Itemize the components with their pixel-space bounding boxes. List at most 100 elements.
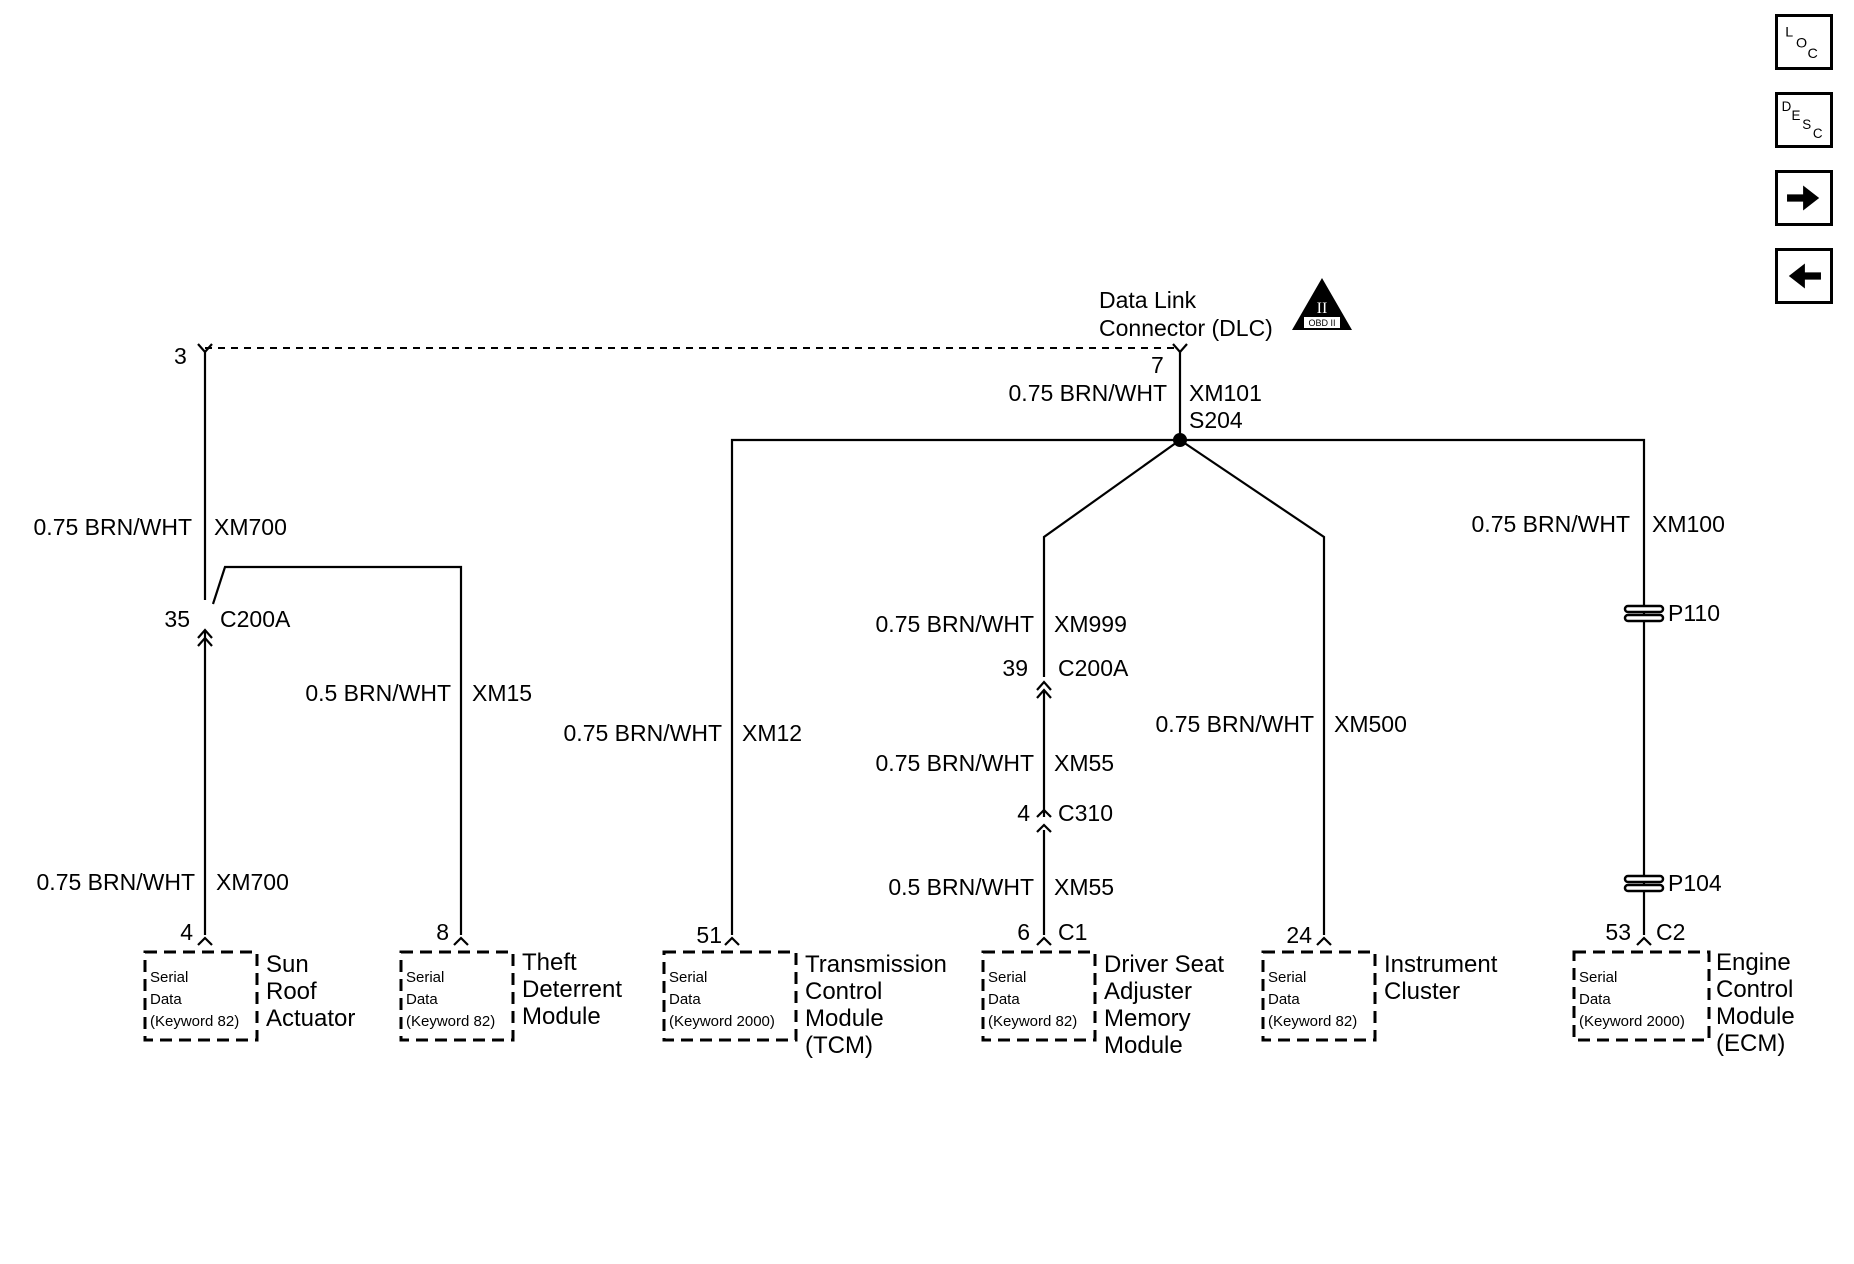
xm100-wire-label: 0.75 BRN/WHT (1472, 511, 1630, 537)
module-name-line: Theft (522, 949, 577, 976)
pass-through-p104 (1623, 874, 1665, 893)
module-name-line: Module (1716, 1003, 1795, 1030)
connector-c200a-left-2 (197, 636, 213, 647)
module-keyword: (Keyword 82) (1268, 1013, 1357, 1030)
dlc-label-line2: Connector (DLC) (1099, 315, 1273, 341)
c1-pin: 6 (1017, 919, 1030, 945)
next-button[interactable] (1775, 170, 1833, 226)
loc-letter-c: C (1808, 46, 1818, 62)
module-box (1261, 950, 1377, 1042)
module-name-line: Driver Seat (1104, 951, 1224, 978)
module-keyword: (Keyword 82) (150, 1013, 239, 1030)
xm999-label: XM999 (1054, 611, 1127, 637)
module-instrument-cluster: 24 Serial Data (Keyword 82) Instrument C… (1261, 922, 1498, 1042)
c200a-mid-pin: 39 (1002, 655, 1028, 681)
arrow-right-icon (1787, 185, 1820, 211)
xm55-wire-label-b: 0.5 BRN/WHT (888, 874, 1034, 900)
module-name-line: Control (805, 978, 882, 1005)
xm500-wire-label: 0.75 BRN/WHT (1156, 711, 1314, 737)
xm700-bottom-label: XM700 (216, 869, 289, 895)
module-pin: 4 (180, 919, 193, 945)
xm12-label: XM12 (742, 720, 802, 746)
module-keyword: (Keyword 2000) (669, 1013, 775, 1030)
c2-pin: 53 (1605, 919, 1631, 945)
arrow-left-icon (1788, 263, 1821, 289)
module-pin: 51 (696, 922, 722, 948)
module-data: Data (150, 991, 182, 1008)
xm12-wire-label: 0.75 BRN/WHT (564, 720, 722, 746)
module-box (143, 950, 259, 1042)
connector-c200a-mid-2 (1036, 688, 1052, 699)
c200a-left-pin: 35 (164, 606, 190, 632)
p104-label: P104 (1668, 870, 1722, 896)
module-name-line: Sun (266, 951, 309, 978)
module-name-line: Adjuster (1104, 978, 1192, 1005)
xm999-wire-label: 0.75 BRN/WHT (876, 611, 1034, 637)
obd-ii-icon: II OBD II (1292, 278, 1352, 330)
pass-through-p110 (1623, 604, 1665, 623)
c200a-mid-label: C200A (1058, 655, 1129, 681)
module-name-line: Module (522, 1003, 601, 1030)
module-name-line: Memory (1104, 1005, 1191, 1032)
desc-icon: D E S C (1782, 99, 1823, 141)
wire-xm12 (730, 438, 1180, 935)
xm15-label: XM15 (472, 680, 532, 706)
connector-pin-53 (1636, 936, 1652, 946)
module-name-line: Module (1104, 1032, 1183, 1059)
connector-c200a-mid (1036, 680, 1052, 691)
module-tcm: 51 Serial Data (Keyword 2000) Transmissi… (662, 922, 947, 1059)
connector-pin-6 (1036, 936, 1052, 946)
wire-xm999 (1042, 439, 1181, 677)
module-serial: Serial (406, 969, 444, 986)
desc-button[interactable]: D E S C (1775, 92, 1833, 148)
xm700-top-wire-label: 0.75 BRN/WHT (34, 514, 192, 540)
module-name-line: Roof (266, 978, 317, 1005)
module-serial: Serial (988, 969, 1026, 986)
module-name-line: (ECM) (1716, 1030, 1785, 1057)
xm55-label-a: XM55 (1054, 750, 1114, 776)
module-box (1572, 950, 1711, 1042)
module-keyword: (Keyword 82) (988, 1013, 1077, 1030)
loc-letter-o: O (1796, 35, 1807, 51)
module-box (399, 950, 515, 1042)
module-name-line: Actuator (266, 1005, 355, 1032)
connector-pin-51 (724, 936, 740, 946)
module-pin: 24 (1286, 922, 1312, 948)
module-data: Data (669, 991, 701, 1008)
desc-letter-d: D (1782, 99, 1792, 114)
xm500-label: XM500 (1334, 711, 1407, 737)
c1-label: C1 (1058, 919, 1087, 945)
connector-pin-7 (1172, 343, 1188, 354)
module-name-line: Instrument (1384, 951, 1498, 978)
module-serial: Serial (1268, 969, 1306, 986)
connector-c310-2 (1036, 823, 1052, 833)
c2-label: C2 (1656, 919, 1685, 945)
module-name-line: (TCM) (805, 1032, 873, 1059)
dlc-pin-7: 7 (1151, 352, 1164, 378)
loc-button[interactable]: L O C (1775, 14, 1833, 70)
c310-pin: 4 (1017, 800, 1030, 826)
module-name-line: Control (1716, 976, 1793, 1003)
module-theft-deterrent: 8 Serial Data (Keyword 82) Theft Deterre… (399, 919, 622, 1042)
module-serial: Serial (150, 969, 188, 986)
xm101-wire-label: 0.75 BRN/WHT (1009, 380, 1167, 406)
prev-button[interactable] (1775, 248, 1833, 304)
c200a-left-label: C200A (220, 606, 291, 632)
module-data: Data (406, 991, 438, 1008)
xm700-bottom-wire-label: 0.75 BRN/WHT (37, 869, 195, 895)
desc-letter-e: E (1792, 108, 1801, 123)
xm100-label: XM100 (1652, 511, 1725, 537)
connector-c310 (1036, 808, 1052, 818)
module-box (981, 950, 1097, 1042)
desc-letter-s: S (1802, 117, 1811, 132)
module-data: Data (1579, 991, 1611, 1008)
module-name-line: Engine (1716, 949, 1791, 976)
connector-c200a-left (197, 628, 213, 639)
s204-label: S204 (1189, 407, 1243, 433)
module-sun-roof-actuator: 4 Serial Data (Keyword 82) Sun Roof Actu… (143, 919, 355, 1042)
module-data: Data (1268, 991, 1300, 1008)
c310-label: C310 (1058, 800, 1113, 826)
module-name-line: Cluster (1384, 978, 1460, 1005)
xm15-wire-label: 0.5 BRN/WHT (305, 680, 451, 706)
